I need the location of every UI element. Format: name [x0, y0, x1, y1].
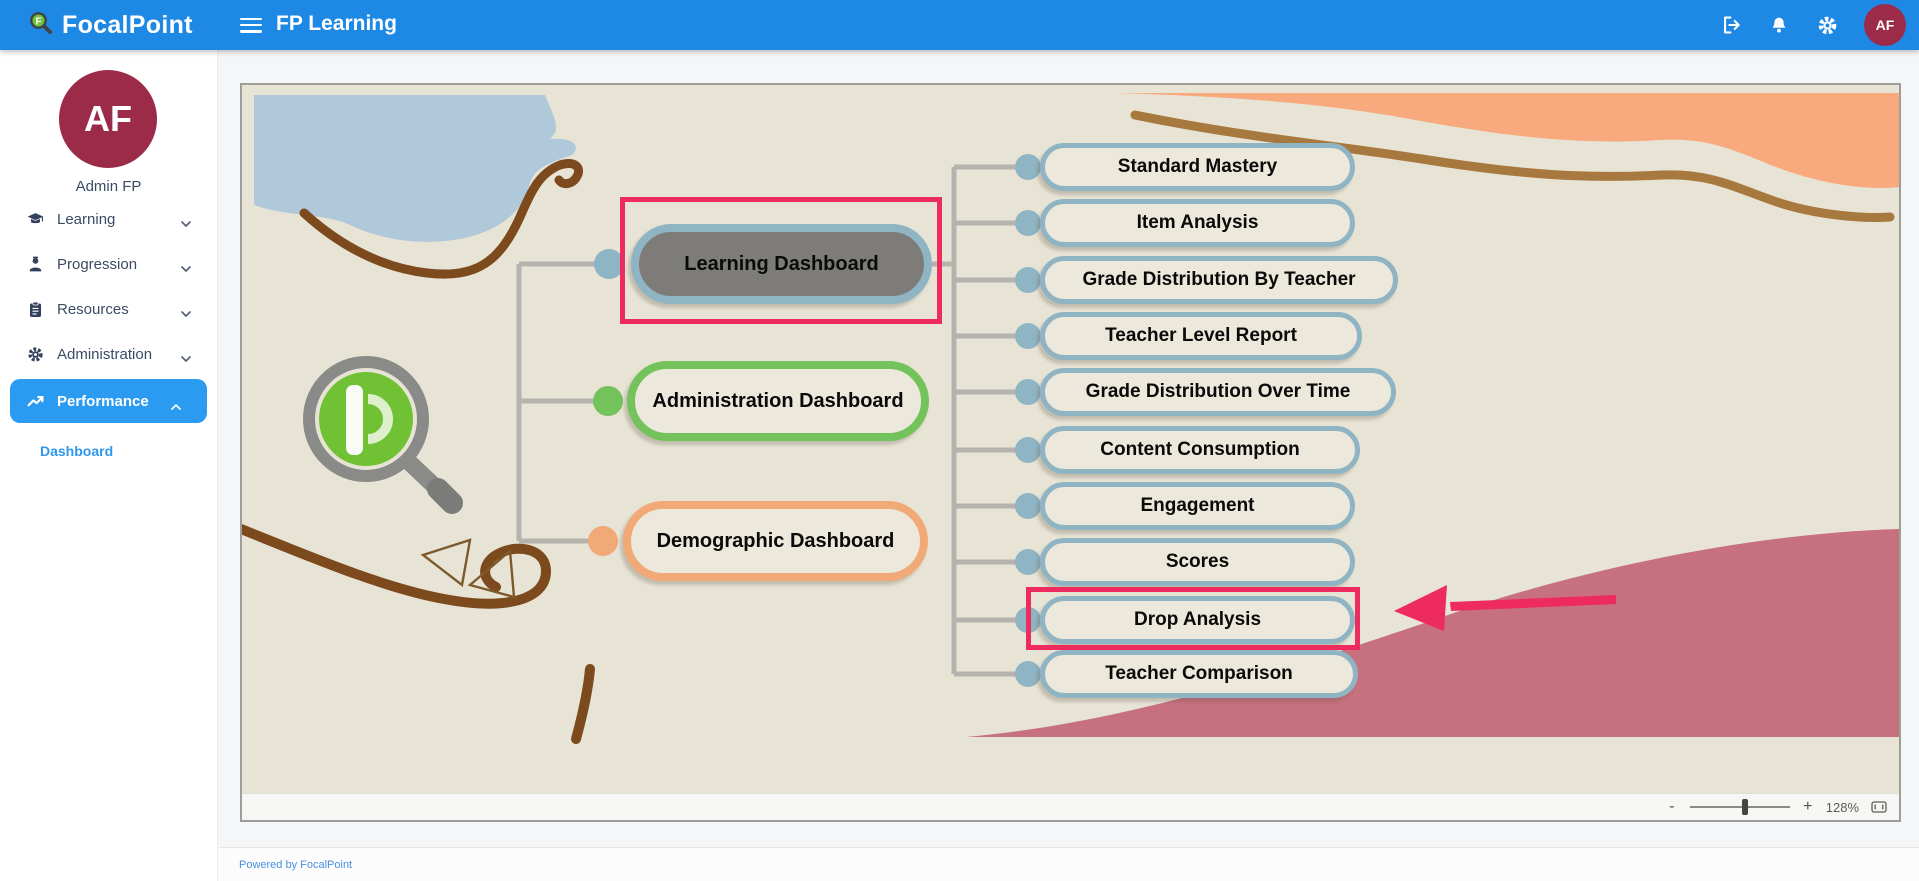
main-content: Learning Dashboard Administration Dashbo… [217, 50, 1919, 881]
brand-name: FocalPoint [62, 10, 193, 39]
salmon-shape [1118, 93, 1899, 189]
gear-icon[interactable] [1816, 14, 1838, 36]
user-avatar[interactable]: AF [1864, 4, 1906, 46]
fit-to-screen-icon[interactable] [1871, 801, 1887, 813]
annotation-arrow [1394, 585, 1616, 631]
zoom-slider[interactable] [1689, 799, 1790, 815]
sidebar-user-name: Admin FP [75, 178, 142, 195]
zoom-in-button[interactable]: + [1803, 798, 1813, 815]
lake-shape [254, 95, 576, 242]
sidebar-item-label: Administration [57, 346, 153, 363]
logout-icon[interactable] [1720, 14, 1742, 36]
zoom-slider-handle[interactable] [1741, 799, 1748, 815]
chevron-up-icon [171, 398, 181, 415]
highlight-rect-drop-analysis [1026, 587, 1360, 650]
clipboard-icon [27, 301, 44, 318]
mindmap-node-teacher-level-report[interactable]: Teacher Level Report [1040, 312, 1362, 360]
mindmap-node-drop-analysis[interactable]: Drop Analysis [1040, 596, 1355, 644]
mindmap-node-demographic-dashboard[interactable]: Demographic Dashboard [623, 501, 928, 581]
sidebar-item-dashboard[interactable]: Dashboard [40, 443, 114, 459]
sidebar-item-label: Resources [57, 301, 129, 318]
powered-by-link[interactable]: Powered by FocalPoint [239, 858, 353, 871]
top-header: F FocalPoint FP Learning [0, 0, 1919, 50]
chevron-down-icon [181, 215, 191, 232]
mindmap-node-content-consumption[interactable]: Content Consumption [1040, 426, 1360, 474]
brown-tail [571, 664, 595, 744]
zoom-out-button[interactable]: - [1669, 798, 1675, 815]
sidebar-nav: Learning Progression [0, 197, 217, 423]
mindmap-node-standard-mastery[interactable]: Standard Mastery [1040, 143, 1355, 191]
sidebar-avatar: AF [59, 70, 157, 168]
focalpoint-watermark [303, 356, 463, 514]
sidebar-item-administration[interactable]: Administration [0, 332, 217, 377]
mindmap-node-administration-dashboard[interactable]: Administration Dashboard [627, 361, 929, 441]
rose-hill-shape [966, 529, 1899, 737]
page-title: FP Learning [276, 12, 397, 35]
triangle-doodle-2 [467, 548, 516, 599]
sidebar-item-resources[interactable]: Resources [0, 287, 217, 332]
tan-line [1130, 110, 1895, 222]
connector-dots [588, 154, 1041, 687]
sidebar-item-progression[interactable]: Progression [0, 242, 217, 287]
brown-squiggle-top [299, 159, 583, 279]
mindmap-node-engagement[interactable]: Engagement [1040, 482, 1355, 530]
svg-text:F: F [35, 16, 41, 27]
mindmap-canvas[interactable]: Learning Dashboard Administration Dashbo… [240, 83, 1901, 822]
mindmap-node-teacher-comparison[interactable]: Teacher Comparison [1040, 650, 1358, 698]
chevron-down-icon [181, 260, 191, 277]
hamburger-menu-icon[interactable] [240, 14, 262, 36]
zoom-level-label: 128% [1825, 799, 1859, 815]
person-icon [27, 256, 44, 273]
mindmap-node-scores[interactable]: Scores [1040, 538, 1355, 586]
brand-logo[interactable]: F FocalPoint [28, 0, 193, 50]
trending-up-icon [27, 393, 44, 410]
bell-icon[interactable] [1768, 14, 1790, 36]
mindmap-node-grade-distribution-over-time[interactable]: Grade Distribution Over Time [1040, 368, 1396, 416]
mindmap-node-learning-dashboard[interactable]: Learning Dashboard [631, 224, 932, 304]
viewer-toolbar: - + 128% [242, 793, 1899, 820]
content-footer: Powered by FocalPoint [217, 847, 1919, 881]
focalpoint-magnifier-icon: F [28, 10, 54, 41]
mindmap-node-item-analysis[interactable]: Item Analysis [1040, 199, 1355, 247]
brown-curve-bottom [242, 524, 552, 609]
sidebar-item-label: Learning [57, 211, 116, 228]
sidebar: AF Admin FP Learning [0, 50, 218, 881]
chevron-down-icon [181, 350, 191, 367]
triangle-doodle-1 [420, 538, 472, 588]
sidebar-item-label: Progression [57, 256, 138, 273]
sidebar-item-label: Performance [57, 392, 149, 410]
mindmap-node-grade-distribution-by-teacher[interactable]: Grade Distribution By Teacher [1040, 256, 1398, 304]
mindmap-background [242, 93, 1899, 744]
gear-icon [27, 346, 44, 363]
graduation-cap-icon [27, 211, 44, 228]
mindmap-connectors [516, 164, 1017, 677]
chevron-down-icon [181, 305, 191, 322]
sidebar-item-performance[interactable]: Performance [10, 379, 207, 423]
sidebar-item-learning[interactable]: Learning [0, 197, 217, 242]
highlight-rect-learning-dashboard [620, 197, 942, 324]
